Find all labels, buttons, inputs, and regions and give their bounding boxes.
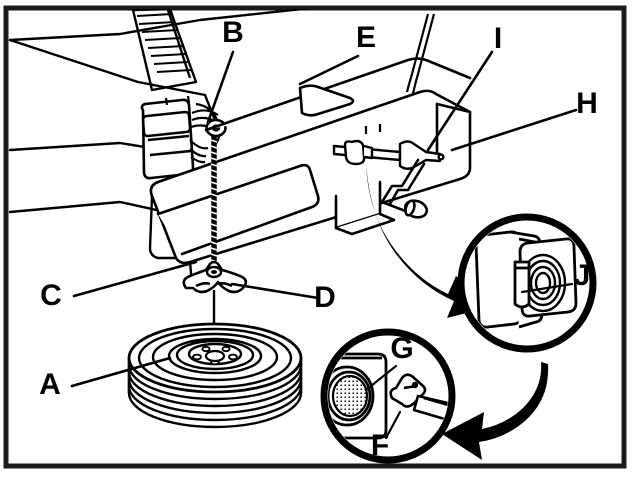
callout-label-I: I — [494, 22, 502, 55]
callout-label-J: J — [574, 259, 591, 292]
tail-lamp-lens-divisions — [141, 110, 192, 157]
extension-bar-socket-head — [398, 140, 445, 170]
callout-label-F: F — [371, 429, 389, 462]
leader-B — [206, 50, 235, 124]
inset-drive-socket-content — [474, 230, 578, 329]
rear-bumper — [149, 57, 472, 265]
jack-handle — [380, 158, 426, 214]
callout-label-H: H — [576, 87, 598, 120]
leader-F — [384, 410, 402, 440]
leader-E — [298, 54, 360, 86]
callout-leader-lines — [70, 50, 578, 440]
extension-bar-upper-stem — [405, 13, 436, 95]
leader-D — [230, 282, 320, 300]
diagram-border-frame — [3, 5, 627, 469]
callout-label-D: D — [314, 281, 336, 314]
body-seam-ticks — [364, 124, 382, 134]
callout-letters: A B C D E F G H I J — [39, 16, 598, 462]
tail-lamp-mount-ticks — [164, 95, 191, 106]
diagram-artwork: A B C D E F G H I J — [8, 9, 598, 464]
leader-J — [520, 282, 574, 294]
arrow-to-access-hole — [442, 362, 549, 460]
access-hole-texture — [331, 374, 369, 418]
leader-G — [364, 364, 398, 392]
hoist-cable-shaft — [210, 136, 218, 276]
wheel-hub-center — [204, 349, 226, 363]
leader-A — [70, 356, 172, 388]
callout-label-E: E — [356, 21, 376, 54]
louvre-slats — [136, 13, 192, 73]
callout-label-G: G — [390, 332, 413, 365]
leader-I — [426, 50, 494, 152]
callout-label-B: B — [222, 16, 244, 49]
spare-tire — [127, 322, 303, 429]
extension-bar — [332, 139, 402, 166]
leader-C — [72, 260, 198, 298]
wing-nut-retainer — [182, 260, 248, 294]
callout-label-A: A — [39, 368, 61, 401]
jack-handle-grip — [403, 199, 429, 219]
vehicle-rear-body — [8, 9, 314, 215]
callout-label-C: C — [40, 279, 62, 312]
leader-H — [450, 108, 578, 152]
